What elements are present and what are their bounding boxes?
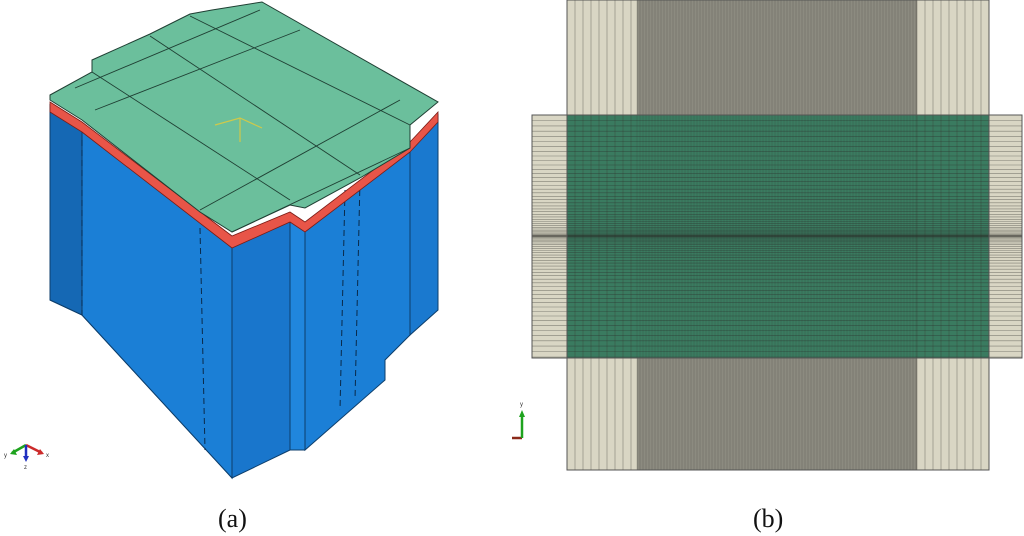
notch-side-face — [231, 214, 291, 479]
horizontal-mesh-lines — [532, 114, 1022, 358]
red-layer — [49, 101, 439, 249]
model-3d-drawing: y x z — [4, 1, 439, 480]
front-left-face — [49, 104, 83, 316]
vertical-strip-outline — [566, 0, 990, 471]
right-side-face-1 — [289, 214, 306, 451]
axis-triad-3d-icon: y x z — [4, 443, 49, 471]
top-face — [49, 1, 439, 233]
panel-b-plan-view: y x (b) — [495, 0, 1024, 536]
plan-view-drawing: y x — [495, 0, 1023, 471]
triad-3d-y-label: y — [4, 453, 7, 459]
triad-2d-y-label: y — [520, 402, 523, 408]
horizontal-strip-outline — [531, 114, 1023, 359]
hidden-edges — [81, 140, 361, 451]
triad-3d-x-label: x — [46, 453, 49, 459]
top-partition-lines — [74, 9, 411, 233]
axis-triad-2d-icon: y x — [495, 402, 525, 442]
panel-a-3d-model: y x z (a) — [4, 1, 439, 533]
caption-a: (a) — [218, 504, 247, 533]
local-axis-marker — [214, 117, 263, 142]
triad-3d-z-label: z — [24, 465, 27, 471]
caption-b: (b) — [753, 504, 784, 533]
